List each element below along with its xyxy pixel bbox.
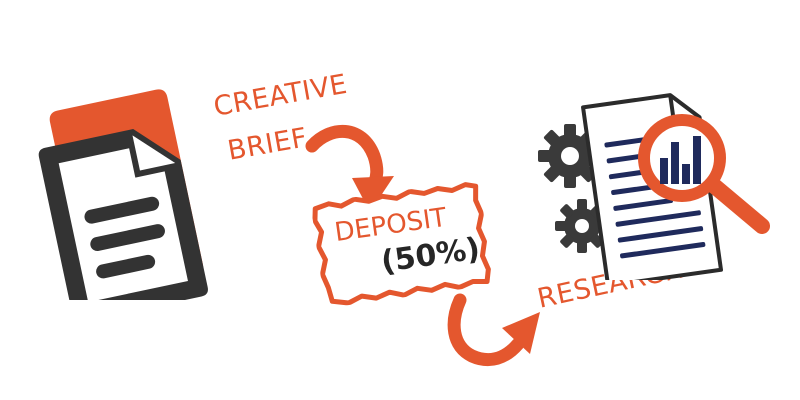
step-label-line: BRIEF [225,122,310,167]
report-magnifier-gears-icon [538,93,770,280]
document-stack-icon [38,89,208,300]
curved-arrow-icon [305,125,394,212]
curved-arrow-icon [447,293,540,366]
deposit-card: DEPOSIT (50%) [310,180,493,309]
torn-paper-frame [312,182,491,306]
magnifier-icon [638,114,770,234]
